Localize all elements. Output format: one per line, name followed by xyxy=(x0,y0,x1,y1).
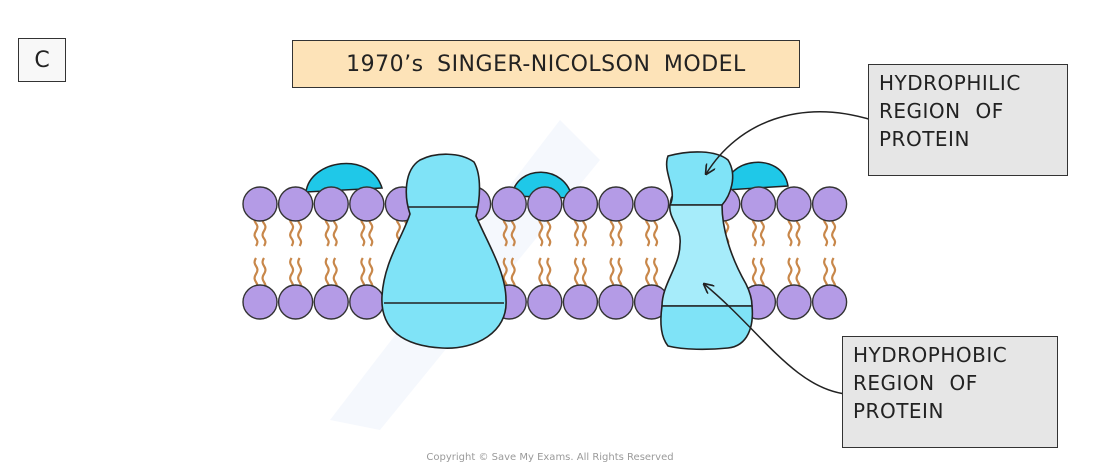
phospholipid-tail xyxy=(617,257,623,291)
phospholipid-head-upper xyxy=(740,186,777,222)
phospholipid-tail xyxy=(502,215,508,247)
hydrophilic-arrow xyxy=(706,111,873,174)
phospholipid-head-lower xyxy=(598,284,634,320)
phospholipid-head-upper xyxy=(633,186,670,222)
phospholipid-tail xyxy=(253,215,259,247)
phospholipid-head-upper xyxy=(598,186,634,222)
diagram-title: 1970’s SINGER-NICOLSON MODEL xyxy=(292,40,800,88)
phospholipid-tail xyxy=(581,257,587,291)
phospholipid-head-lower xyxy=(776,284,812,320)
integral-protein-right-middle xyxy=(661,204,753,307)
phospholipid-head-upper xyxy=(562,186,599,222)
hydrophobic-callout-line-1: HYDROPHOBIC xyxy=(853,343,1008,367)
panel-label: C xyxy=(18,38,66,82)
hydrophobic-callout: HYDROPHOBIC REGION OF PROTEIN xyxy=(842,336,1058,448)
phospholipid-tail xyxy=(609,215,615,247)
phospholipid-tail xyxy=(368,257,374,291)
phospholipid-head-upper xyxy=(811,186,848,222)
phospholipid-tail xyxy=(360,215,366,247)
phospholipid-heads xyxy=(242,186,848,320)
phospholipid-head-upper xyxy=(277,186,314,222)
phospholipid-tail xyxy=(297,257,303,291)
phospholipid-tail xyxy=(795,257,801,291)
phospholipid-head-upper xyxy=(491,186,527,222)
phospholipid-head-lower xyxy=(562,284,599,320)
phospholipid-head-lower xyxy=(277,284,314,320)
phospholipid-tail xyxy=(289,215,295,247)
phospholipid-head-lower xyxy=(242,284,278,320)
phospholipid-tail xyxy=(645,215,651,247)
peripheral-protein-3 xyxy=(725,161,789,191)
phospholipid-head-lower xyxy=(527,284,563,320)
hydrophobic-callout-line-3: PROTEIN xyxy=(853,399,944,423)
integral-protein-left xyxy=(381,153,507,349)
hydrophilic-callout-line-1: HYDROPHILIC xyxy=(879,71,1021,95)
copyright-notice: Copyright © Save My Exams. All Rights Re… xyxy=(426,452,674,463)
phospholipid-tail xyxy=(546,257,552,291)
phospholipid-head-upper xyxy=(349,186,385,222)
phospholipid-tail xyxy=(787,215,793,247)
phospholipid-head-lower xyxy=(811,284,848,320)
phospholipid-tail xyxy=(823,215,829,247)
hydrophobic-arrow xyxy=(704,284,847,395)
phospholipid-head-upper xyxy=(527,186,563,222)
hydrophilic-callout-line-2: REGION OF xyxy=(879,99,1004,123)
integral-protein-left-body xyxy=(381,153,507,349)
phospholipid-tail xyxy=(332,257,338,291)
phospholipid-tail xyxy=(831,257,837,291)
phospholipid-tail xyxy=(510,257,516,291)
phospholipid-head-upper xyxy=(242,186,278,222)
phospholipid-head-upper xyxy=(313,186,349,222)
phospholipid-tail xyxy=(324,215,330,247)
phospholipid-head-upper xyxy=(776,186,812,222)
hydrophobic-callout-line-2: REGION OF xyxy=(853,371,978,395)
hydrophilic-callout-line-3: PROTEIN xyxy=(879,127,970,151)
phospholipid-tail xyxy=(261,257,267,291)
phospholipid-tail xyxy=(538,215,544,247)
integral-protein-right-top xyxy=(665,151,734,206)
integral-protein-right xyxy=(660,151,754,351)
hydrophilic-callout: HYDROPHILIC REGION OF PROTEIN xyxy=(868,64,1068,176)
phospholipid-tail xyxy=(653,257,659,291)
peripheral-protein-1 xyxy=(305,162,384,193)
integral-protein-right-bottom xyxy=(660,305,754,351)
phospholipid-tail xyxy=(573,215,579,247)
phospholipid-tail xyxy=(751,215,757,247)
phospholipid-tail xyxy=(759,257,765,291)
phospholipid-head-lower xyxy=(313,284,349,320)
phospholipid-head-lower xyxy=(349,284,385,320)
